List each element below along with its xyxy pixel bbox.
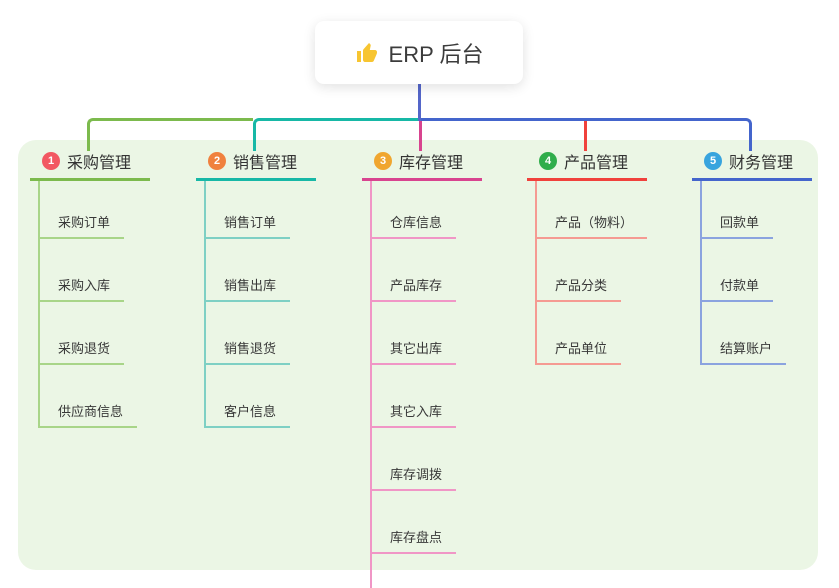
branch-label: 财务管理 [729,155,794,172]
root-node-label: ERP 后台 [388,41,484,67]
connector-root-line [418,84,421,121]
child-node[interactable]: 客户信息 [206,365,291,428]
branch-column-3: 3 库存管理仓库信息产品库存其它出库其它入库库存调拨库存盘点出库库明细 [362,148,482,588]
branch-node[interactable]: 5 财务管理 [692,148,812,181]
child-node[interactable]: 采购退货 [40,302,125,365]
branch-column-1: 1 采购管理采购订单采购入库采购退货供应商信息 [30,148,150,428]
branch-number-badge: 5 [704,152,722,170]
branch-label: 产品管理 [564,155,629,172]
child-node[interactable]: 回款单 [702,181,774,239]
child-node[interactable]: 其它出库 [372,302,457,365]
branch-node[interactable]: 1 采购管理 [30,148,150,181]
connector-branch-5 [419,118,752,151]
connector-branch-1 [87,118,253,151]
root-node[interactable]: ERP 后台 [315,21,523,84]
child-node[interactable]: 结算账户 [702,302,787,365]
branch-children: 销售订单销售出库销售退货客户信息 [204,181,316,428]
branch-label: 采购管理 [67,155,132,172]
child-node[interactable]: 产品分类 [537,239,622,302]
branch-children: 仓库信息产品库存其它出库其它入库库存调拨库存盘点出库库明细 [370,181,482,588]
child-node[interactable]: 仓库信息 [372,181,457,239]
branch-column-4: 4 产品管理产品（物料）产品分类产品单位 [527,148,648,365]
thumbs-up-icon [355,41,379,65]
child-node[interactable]: 销售订单 [206,181,291,239]
branch-label: 销售管理 [233,155,298,172]
branch-node[interactable]: 2 销售管理 [196,148,316,181]
connector-branch-4 [584,121,587,151]
child-node[interactable]: 销售退货 [206,302,291,365]
branches-background-panel [18,140,818,570]
child-node[interactable]: 库存调拨 [372,428,457,491]
child-node[interactable]: 供应商信息 [40,365,138,428]
connector-branch-2 [253,118,419,151]
branch-column-5: 5 财务管理回款单付款单结算账户 [692,148,812,365]
branch-number-badge: 2 [208,152,226,170]
branch-column-2: 2 销售管理销售订单销售出库销售退货客户信息 [196,148,316,428]
connector-branch-3 [419,121,422,151]
child-node[interactable]: 产品库存 [372,239,457,302]
branch-children: 采购订单采购入库采购退货供应商信息 [38,181,150,428]
branch-children: 回款单付款单结算账户 [700,181,812,365]
child-node[interactable]: 库存盘点 [372,491,457,554]
branch-children: 产品（物料）产品分类产品单位 [535,181,648,365]
branch-label: 库存管理 [399,155,464,172]
child-node[interactable]: 付款单 [702,239,774,302]
branch-node[interactable]: 3 库存管理 [362,148,482,181]
child-node[interactable]: 出库库明细 [372,554,469,588]
branch-number-badge: 1 [42,152,60,170]
child-node[interactable]: 采购订单 [40,181,125,239]
child-node[interactable]: 其它入库 [372,365,457,428]
branch-node[interactable]: 4 产品管理 [527,148,647,181]
branch-number-badge: 4 [539,152,557,170]
branch-number-badge: 3 [374,152,392,170]
child-node[interactable]: 采购入库 [40,239,125,302]
child-node[interactable]: 产品单位 [537,302,622,365]
child-node[interactable]: 产品（物料） [537,181,648,239]
child-node[interactable]: 销售出库 [206,239,291,302]
